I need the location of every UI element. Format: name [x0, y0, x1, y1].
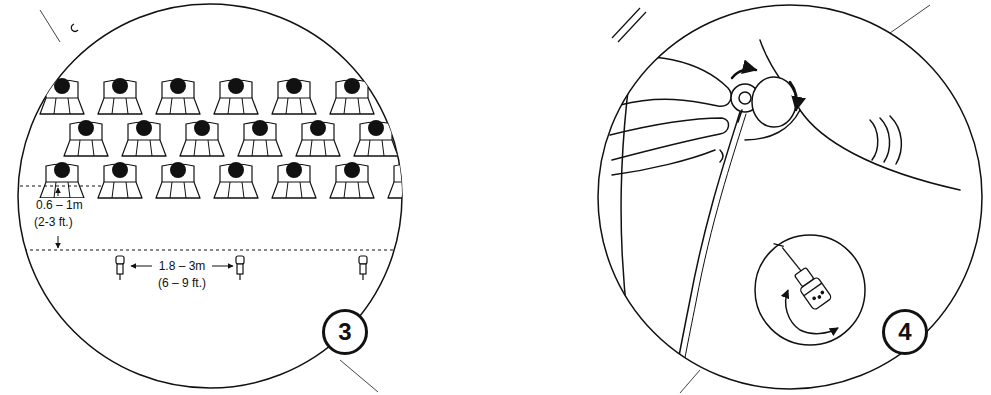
chair	[40, 162, 84, 198]
chair	[272, 162, 316, 198]
chair	[330, 162, 374, 198]
break-symbol	[612, 8, 646, 42]
inset-detail	[755, 234, 865, 345]
chair	[156, 78, 200, 114]
dimension-label: 1.8 – 3m	[157, 259, 208, 273]
dimension-label: (6 – 9 ft.)	[156, 276, 208, 290]
chair	[156, 162, 200, 198]
microphones	[116, 256, 367, 280]
chair	[40, 78, 84, 114]
dimension-label: (2-3 ft.)	[32, 215, 75, 229]
dimension-arrow	[131, 266, 152, 267]
microphone	[116, 256, 124, 280]
detail-circle	[18, 4, 402, 388]
leader-line	[40, 10, 60, 42]
chair	[64, 120, 108, 156]
chair	[272, 78, 316, 114]
leader-line	[340, 360, 378, 392]
chair	[214, 162, 258, 198]
chair	[238, 120, 282, 156]
microphone	[236, 256, 244, 280]
chair	[354, 120, 398, 156]
chair	[412, 120, 456, 156]
chair	[98, 162, 142, 198]
chair	[98, 78, 142, 114]
chair	[296, 120, 340, 156]
chair	[388, 162, 432, 198]
chair	[388, 78, 432, 114]
detail-circle	[598, 5, 982, 389]
leader-line	[680, 370, 700, 393]
dimension-arrow	[58, 236, 59, 248]
dimension-label: 0.6 – 1m	[34, 198, 85, 212]
dimension-arrow	[212, 266, 233, 267]
dimension-arrow	[58, 188, 59, 196]
chair	[330, 78, 374, 114]
callout-circle: 3	[322, 309, 368, 355]
microphone	[359, 256, 367, 280]
dimension-line	[20, 186, 104, 187]
hand-drawing	[600, 10, 960, 395]
callout-circle: 4	[882, 309, 928, 355]
callout-number: 4	[898, 318, 911, 346]
chair	[180, 120, 224, 156]
hook-symbol	[71, 24, 78, 32]
chair	[214, 78, 258, 114]
callout-number: 3	[338, 318, 351, 346]
audience-seating	[40, 78, 456, 198]
dimension-line	[18, 250, 402, 251]
chair	[122, 120, 166, 156]
